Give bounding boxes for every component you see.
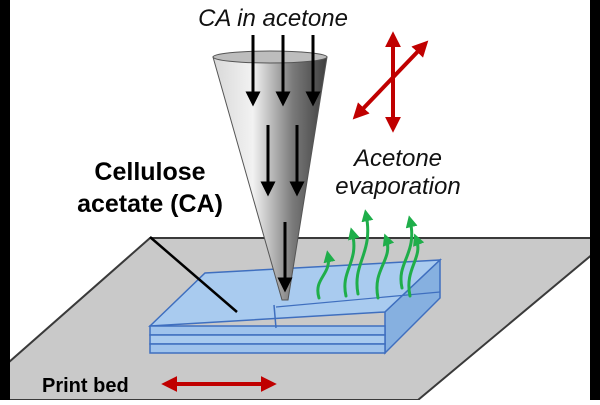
ink-flow-arrows [245,35,321,293]
nozzle-top-rim [212,50,328,64]
evaporation-label-line2: evaporation [335,173,460,200]
deposited-layer-edge [275,291,441,308]
vapor-arrow [316,250,336,300]
vapor-arrow [375,233,395,300]
printed-layers [148,258,443,355]
frame-left [0,0,10,400]
layer-1 [149,325,386,336]
evaporation-arrows [316,209,425,300]
print-bed-label: Print bed [42,375,129,397]
vapor-arrow [343,227,360,298]
diagonal-motion-arrow [352,40,429,120]
nozzle-motion-arrows [352,31,429,133]
vapor-arrow [399,215,418,290]
vapor-arrow [407,233,425,298]
material-label-line2: acetate (CA) [77,190,223,218]
layer-2 [149,334,386,345]
frame-right [590,0,600,400]
material-leader-line [149,236,238,313]
ink-label: CA in acetone [198,5,348,32]
vapor-arrow [355,209,374,296]
material-label-line1: Cellulose [94,158,205,186]
evaporation-label-line1: Acetone [352,145,442,172]
layer-3 [149,343,386,354]
deposit-seam [273,304,277,329]
